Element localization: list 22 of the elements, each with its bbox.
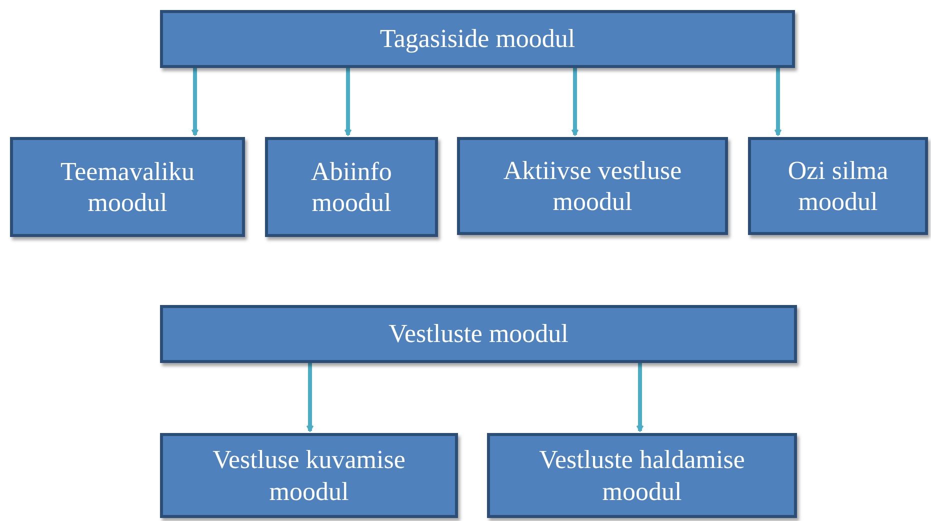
- arrow: [191, 68, 199, 136]
- module-box: [160, 433, 458, 518]
- module-label: Vestluste haldamise moodul: [538, 444, 746, 507]
- arrow: [344, 68, 352, 136]
- module-box: [265, 137, 438, 237]
- module-box: [10, 137, 245, 237]
- arrow: [306, 363, 314, 432]
- arrow: [571, 68, 579, 136]
- arrow: [774, 68, 782, 136]
- arrow: [636, 363, 644, 432]
- module-label: Abiinfo moodul: [310, 156, 393, 218]
- module-label: Tagasiside moodul: [380, 23, 576, 55]
- module-label: Aktiivse vestluse moodul: [502, 154, 683, 218]
- module-box: [160, 10, 795, 68]
- module-label: Teemavaliku moodul: [60, 156, 196, 218]
- module-box: [487, 433, 797, 518]
- module-box: [748, 137, 928, 235]
- module-label: Ozi silma moodul: [786, 154, 890, 218]
- module-box: [160, 305, 797, 363]
- module-label: Vestluste moodul: [388, 318, 568, 350]
- module-box: [457, 137, 728, 235]
- module-label: Vestluse kuvamise moodul: [212, 444, 406, 507]
